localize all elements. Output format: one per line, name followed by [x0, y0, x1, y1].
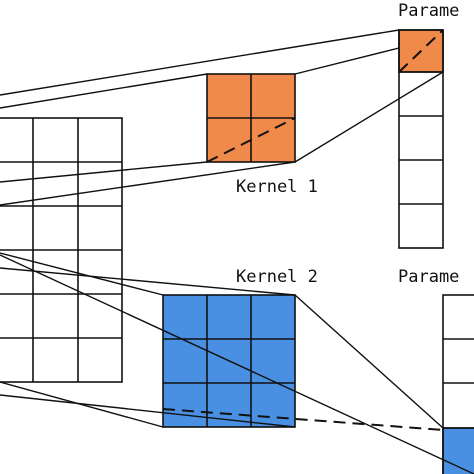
- input-grid: [0, 117, 123, 383]
- connectors-input-kernel1: [0, 73, 296, 206]
- kernel1-dashed-diagonal: [206, 117, 296, 163]
- param-top-label: Parame: [398, 1, 459, 21]
- kernel2-dashed-diagonal: [162, 408, 444, 431]
- connector-line: [294, 294, 444, 429]
- kernel1-grid: [206, 73, 296, 163]
- connectors-input-kernel2: [0, 252, 474, 474]
- param-top-grid: [398, 29, 444, 249]
- connector-line: [0, 161, 296, 206]
- param-bottom-label: Parame: [398, 267, 459, 287]
- connector-line: [294, 47, 400, 75]
- dashed-diagonals: [162, 29, 444, 431]
- connector-line: [0, 73, 208, 109]
- connectors-kernel1-param: [0, 29, 444, 163]
- connector-line: [0, 267, 296, 296]
- connector-line: [0, 161, 208, 183]
- connector-line: [0, 394, 296, 428]
- connector-line: [294, 71, 444, 163]
- kernel1-label: Kernel 1: [236, 177, 318, 197]
- param-bottom-grid: [442, 294, 474, 474]
- param-bottom-border: [442, 294, 474, 474]
- kernel2-label: Kernel 2: [236, 267, 318, 287]
- param-top-border: [398, 29, 444, 249]
- connector-line: [0, 29, 400, 96]
- param-top-dashed-diagonal: [398, 29, 444, 73]
- connector-line: [0, 252, 164, 296]
- connector-line: [0, 254, 474, 474]
